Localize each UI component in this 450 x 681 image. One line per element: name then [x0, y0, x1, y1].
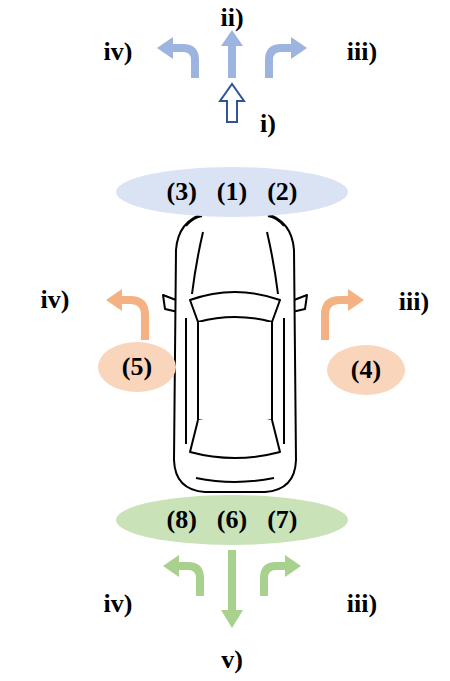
number-row: (8) (6) (7) — [167, 507, 298, 533]
ellipse-fill — [98, 342, 176, 392]
number-row: (5) — [122, 354, 152, 380]
left-side-arrow — [121, 300, 145, 340]
callout-number: (7) — [267, 507, 297, 533]
callout-number: (2) — [267, 179, 297, 205]
trunk-line — [196, 478, 274, 482]
left-back-arrow — [178, 566, 200, 596]
reverse-arrow-heads — [163, 555, 301, 628]
straight-back-arrow — [228, 550, 236, 612]
arrow-head — [348, 289, 364, 311]
direction-label: i) — [260, 111, 276, 137]
arrow-head — [291, 37, 307, 59]
car-outline — [174, 209, 296, 492]
callout-number: (3) — [167, 179, 197, 205]
hood-line — [267, 232, 278, 294]
direction-label: ii) — [220, 5, 243, 31]
callout-number: (4) — [351, 357, 381, 383]
windshield — [190, 292, 280, 322]
arrow-head — [285, 555, 301, 577]
left-windows — [185, 318, 187, 444]
headlight — [268, 216, 284, 226]
side-arrow-heads — [106, 289, 364, 311]
hollow-arrow — [220, 84, 244, 122]
arrow-head — [221, 30, 243, 46]
callout-number: (8) — [167, 507, 197, 533]
headlight — [186, 216, 202, 226]
ellipse-fill — [116, 495, 348, 545]
direction-label: v) — [221, 647, 243, 673]
direction-label: iii) — [399, 289, 429, 315]
arrow-head — [157, 37, 173, 59]
ellipse-zone: (5) — [98, 342, 176, 392]
reverse-arrows — [178, 550, 286, 612]
right-turn-arrow — [269, 48, 292, 78]
car-body — [163, 209, 307, 492]
direction-label: iv) — [41, 287, 70, 313]
right-side-arrow — [325, 300, 349, 340]
callout-number: (6) — [217, 507, 247, 533]
arrow-head — [163, 555, 179, 577]
roof — [198, 322, 272, 424]
left-turn-arrow — [172, 48, 195, 78]
arrow-head — [221, 610, 243, 628]
straight-arrow — [228, 44, 236, 78]
side-arrows — [121, 300, 349, 340]
ellipse-fill — [327, 345, 405, 395]
direction-label: iv) — [104, 591, 133, 617]
direction-label: iii) — [347, 39, 377, 65]
direction-label: iv) — [104, 39, 133, 65]
number-row: (4) — [351, 357, 381, 383]
hood-line — [192, 232, 203, 294]
forward-arrows — [172, 44, 292, 78]
callout-number: (1) — [217, 179, 247, 205]
rear-window — [190, 420, 280, 458]
ellipse-zone: (4) — [327, 345, 405, 395]
right-back-arrow — [264, 566, 286, 596]
right-windows — [283, 318, 285, 444]
ellipse-fill — [116, 167, 348, 217]
forward-arrow-heads — [157, 30, 307, 59]
ellipse-zone: (8) (6) (7) — [116, 495, 348, 545]
direction-label: iii) — [347, 591, 377, 617]
number-row: (3) (1) (2) — [167, 179, 298, 205]
ellipse-zone: (3) (1) (2) — [116, 167, 348, 217]
arrow-head — [106, 289, 122, 311]
callout-number: (5) — [122, 354, 152, 380]
